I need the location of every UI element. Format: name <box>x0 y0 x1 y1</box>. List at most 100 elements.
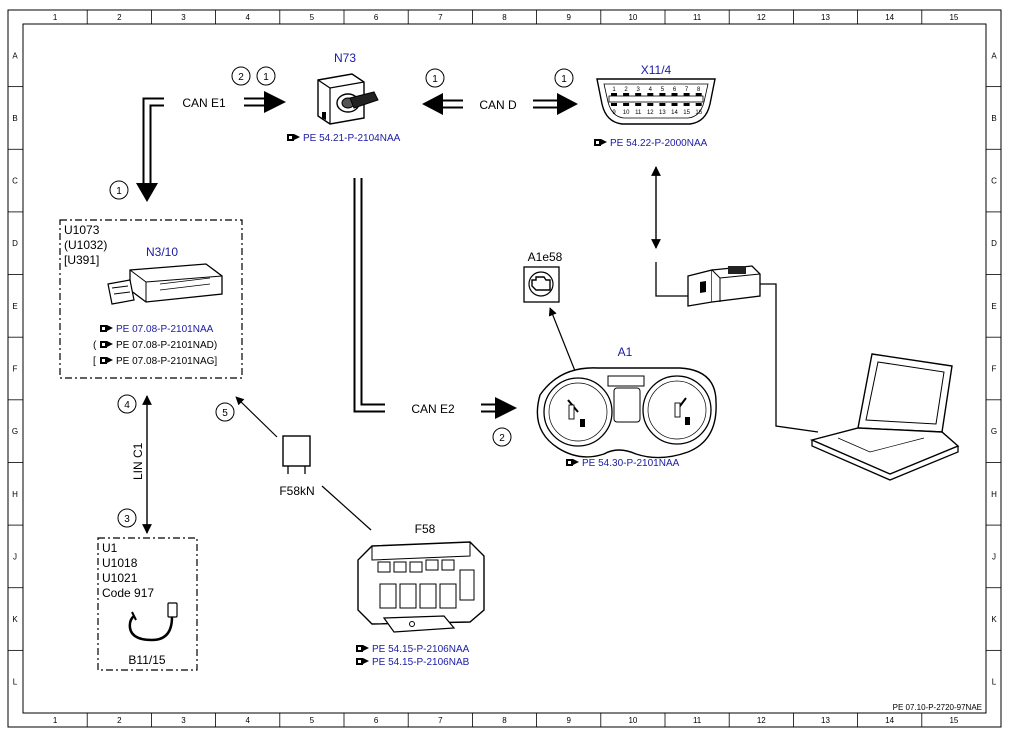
grid-row-label: B <box>12 114 17 123</box>
grid-col-label: 9 <box>566 13 571 22</box>
marker-1-left: 1 <box>109 180 129 200</box>
obd-pin <box>635 93 642 96</box>
obd-pin <box>683 103 690 106</box>
grid-col-label: 8 <box>502 716 507 725</box>
obd-pin-label: 14 <box>671 110 678 116</box>
obd-pin <box>647 103 654 106</box>
svg-text:3: 3 <box>124 514 130 525</box>
obd-pin <box>671 93 678 96</box>
n73-ref-link[interactable]: PE 54.21-P-2104NAA <box>303 133 401 144</box>
grid-row-label: A <box>991 51 997 60</box>
grid-col-label: 1 <box>53 13 58 22</box>
obd-pin <box>659 93 666 96</box>
obd-pin-label: 12 <box>647 110 654 116</box>
grid-row-label: F <box>13 365 18 374</box>
can-e1-bus: CAN E1 <box>136 91 286 202</box>
obd-pin <box>659 103 666 106</box>
obd-pin-label: 4 <box>649 87 653 93</box>
n3-10-code-2: (U1032) <box>64 238 107 252</box>
grid-col-label: 5 <box>310 13 315 22</box>
grid-col-label: 4 <box>245 716 250 725</box>
grid-col-label: 12 <box>757 716 766 725</box>
grid-col-label: 14 <box>885 716 894 725</box>
a1-instrument-cluster: A1 PE 54.30-P-2101NAA <box>536 345 717 469</box>
obd-pin <box>623 93 630 96</box>
grid-col-label: 4 <box>245 13 250 22</box>
obd-pin <box>671 103 678 106</box>
lin-c1-label: LIN C1 <box>131 442 145 480</box>
diagnostic-adapter-icon <box>687 265 761 307</box>
svg-text:[: [ <box>93 356 96 367</box>
grid-col-label: 6 <box>374 13 379 22</box>
grid-col-label: 10 <box>628 716 637 725</box>
grid-frame: 1122334455667788991010111112121313141415… <box>7 9 1002 728</box>
b11-15-label: B11/15 <box>128 653 165 667</box>
u1-code-4: Code 917 <box>102 586 154 600</box>
marker-1-cand-left: 1 <box>425 68 445 88</box>
laptop-icon <box>809 353 960 481</box>
grid-row-label: F <box>992 365 997 374</box>
a1e58-label: A1e58 <box>528 250 563 264</box>
grid-col-label: 11 <box>693 716 702 725</box>
obd-pin-label: 10 <box>623 110 630 116</box>
obd-pin <box>683 93 690 96</box>
n3-10-ref-link-3[interactable]: PE 07.08-P-2101NAG] <box>116 356 217 367</box>
obd-pin-label: 13 <box>659 110 666 116</box>
a1e58-warning-lamp: A1e58 <box>523 250 578 377</box>
grid-col-label: 6 <box>374 716 379 725</box>
n3-10-ref-link-2[interactable]: PE 07.08-P-2101NAD) <box>116 340 217 351</box>
grid-col-label: 3 <box>181 13 186 22</box>
obd-pin <box>695 93 702 96</box>
can-d-label: CAN D <box>479 98 517 112</box>
obd-pin-label: 9 <box>612 110 616 116</box>
a1-ref-link[interactable]: PE 54.30-P-2101NAA <box>582 458 680 469</box>
svg-text:2: 2 <box>499 433 505 444</box>
n3-10-code-1: U1073 <box>64 223 100 237</box>
diagnostic-tester <box>651 166 960 481</box>
grid-row-label: L <box>13 678 18 687</box>
grid-row-label: D <box>991 239 997 248</box>
svg-text:1: 1 <box>263 72 269 83</box>
marker-1-cand-right: 1 <box>554 68 574 88</box>
grid-col-label: 8 <box>502 13 507 22</box>
svg-text:5: 5 <box>222 408 228 419</box>
marker-1-top: 1 <box>256 66 276 86</box>
n73-ignition-switch: N73 PE 54.21-P-2104NAA <box>287 51 401 144</box>
ecu-icon <box>107 263 223 305</box>
grid-row-label: L <box>992 678 997 687</box>
n3-10-ref-link-1[interactable]: PE 07.08-P-2101NAA <box>116 324 214 335</box>
grid-row-label: B <box>991 114 996 123</box>
n3-10-control-unit: U1073 (U1032) [U391] N3/10 PE 07.08-P-21… <box>59 219 243 379</box>
svg-text:4: 4 <box>124 400 130 411</box>
obd-pin-label: 8 <box>697 87 701 93</box>
grid-col-label: 1 <box>53 716 58 725</box>
obd-pin-label: 16 <box>695 110 702 116</box>
f58-ref-link-2[interactable]: PE 54.15-P-2106NAB <box>372 657 470 668</box>
can-e2-label: CAN E2 <box>411 402 455 416</box>
grid-row-label: J <box>992 552 996 561</box>
n3-10-label: N3/10 <box>146 245 178 259</box>
grid-row-label: H <box>991 490 997 499</box>
f58-ref-link-1[interactable]: PE 54.15-P-2106NAA <box>372 644 470 655</box>
grid-row-label: J <box>13 552 17 561</box>
x11-4-ref-link[interactable]: PE 54.22-P-2000NAA <box>610 138 708 149</box>
marker-2-top: 2 <box>231 66 251 86</box>
u1-sensor-box: U1 U1018 U1021 Code 917 B11/15 <box>97 537 198 671</box>
u1-code-1: U1 <box>102 541 118 555</box>
grid-row-label: G <box>991 427 997 436</box>
svg-text:2: 2 <box>238 72 244 83</box>
grid-row-label: G <box>12 427 18 436</box>
obd-pin <box>611 103 617 106</box>
n73-label: N73 <box>334 51 356 65</box>
grid-col-label: 2 <box>117 13 122 22</box>
grid-col-label: 9 <box>566 716 571 725</box>
f58-fuse-box: F58 PE 54.15-P-2106NAA PE 54.15-P-2106NA… <box>356 522 485 668</box>
grid-col-label: 10 <box>628 13 637 22</box>
marker-2-cane2: 2 <box>492 427 512 447</box>
grid-row-label: K <box>12 615 18 624</box>
sensor-cable-icon <box>128 602 178 642</box>
obd-pin <box>647 93 654 96</box>
can-e2-bus: CAN E2 <box>353 178 517 419</box>
